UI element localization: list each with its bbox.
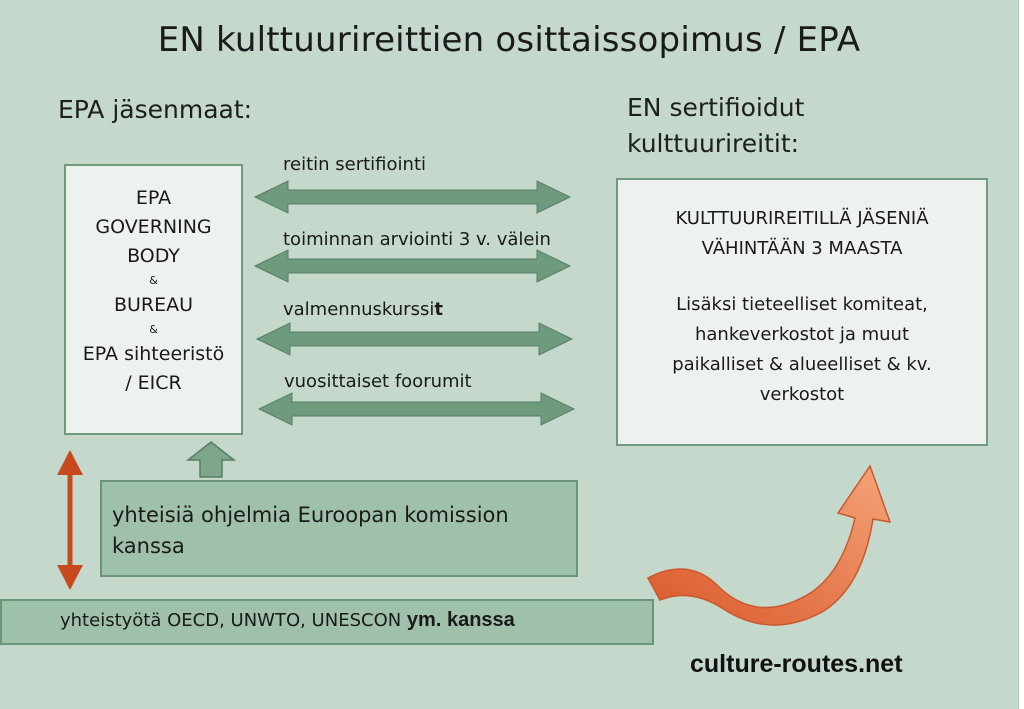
cooperation-emph: ym. kanssa [406, 609, 515, 631]
right-heading: EN sertifioidut kulttuurireitit: [627, 90, 927, 162]
arrow-label-forums: vuosittaiset foorumit [284, 371, 472, 392]
body-line: BODY [127, 245, 180, 267]
networks-text: Lisäksi tieteelliset komiteat, hankeverk… [632, 290, 972, 410]
arrow-label-certification: reitin sertifiointi [283, 154, 426, 175]
left-heading: EPA jäsenmaat: [58, 95, 253, 124]
eicr-line: / EICR [125, 372, 182, 394]
networks-line3: paikalliset & alueelliset & kv. [672, 354, 932, 375]
website-label: culture-routes.net [690, 650, 903, 678]
training-label-end: t [434, 299, 443, 320]
networks-line1: Lisäksi tieteelliset komiteat, [676, 294, 928, 315]
ec-programs-box: yhteisiä ohjelmia Euroopan komission kan… [100, 480, 578, 577]
ampersand-2: & [149, 323, 158, 336]
ec-programs-line2: kanssa [112, 534, 185, 558]
arrow-label-evaluation: toiminnan arviointi 3 v. välein [283, 229, 551, 250]
secretariat-line: EPA sihteeristö [82, 343, 225, 365]
cooperation-box: yhteistyötä OECD, UNWTO, UNESCON ym. kan… [0, 599, 654, 645]
epa-governing-box: EPA GOVERNING BODY & BUREAU & EPA sihtee… [64, 164, 243, 435]
members-line1: KULTTUURIREITILLÄ JÄSENIÄ [675, 208, 929, 229]
networks-line4: verkostot [759, 384, 845, 405]
certified-routes-box: KULTTUURIREITILLÄ JÄSENIÄ VÄHINTÄÄN 3 MA… [616, 178, 988, 446]
double-arrow-icon-3 [255, 322, 574, 356]
up-arrow-icon [185, 441, 237, 478]
double-arrow-icon-2 [253, 249, 572, 283]
double-arrow-icon-1 [253, 180, 572, 214]
governing-line: GOVERNING [95, 216, 212, 238]
arrow-label-training: valmennuskurssit [283, 299, 443, 320]
training-label-main: valmennuskurssi [283, 299, 435, 320]
right-heading-line2: kulttuurireitit: [627, 129, 800, 158]
members-text: KULTTUURIREITILLÄ JÄSENIÄ VÄHINTÄÄN 3 MA… [632, 204, 972, 264]
bureau-line: BUREAU [113, 294, 194, 316]
slide-title: EN kulttuurireittien osittaissopimus / E… [157, 20, 861, 60]
ec-programs-line1: yhteisiä ohjelmia Euroopan komission [112, 503, 509, 527]
ampersand-1: & [149, 274, 158, 287]
members-line2: VÄHINTÄÄN 3 MAASTA [701, 238, 903, 259]
right-heading-line1: EN sertifioidut [627, 93, 805, 122]
vertical-double-arrow-icon [57, 450, 83, 590]
curved-arrow-icon [646, 464, 892, 626]
networks-line2: hankeverkostot ja muut [694, 324, 909, 345]
double-arrow-icon-4 [257, 392, 576, 426]
cooperation-text: yhteistyötä OECD, UNWTO, UNESCON [60, 610, 407, 631]
epa-line: EPA [135, 187, 172, 209]
